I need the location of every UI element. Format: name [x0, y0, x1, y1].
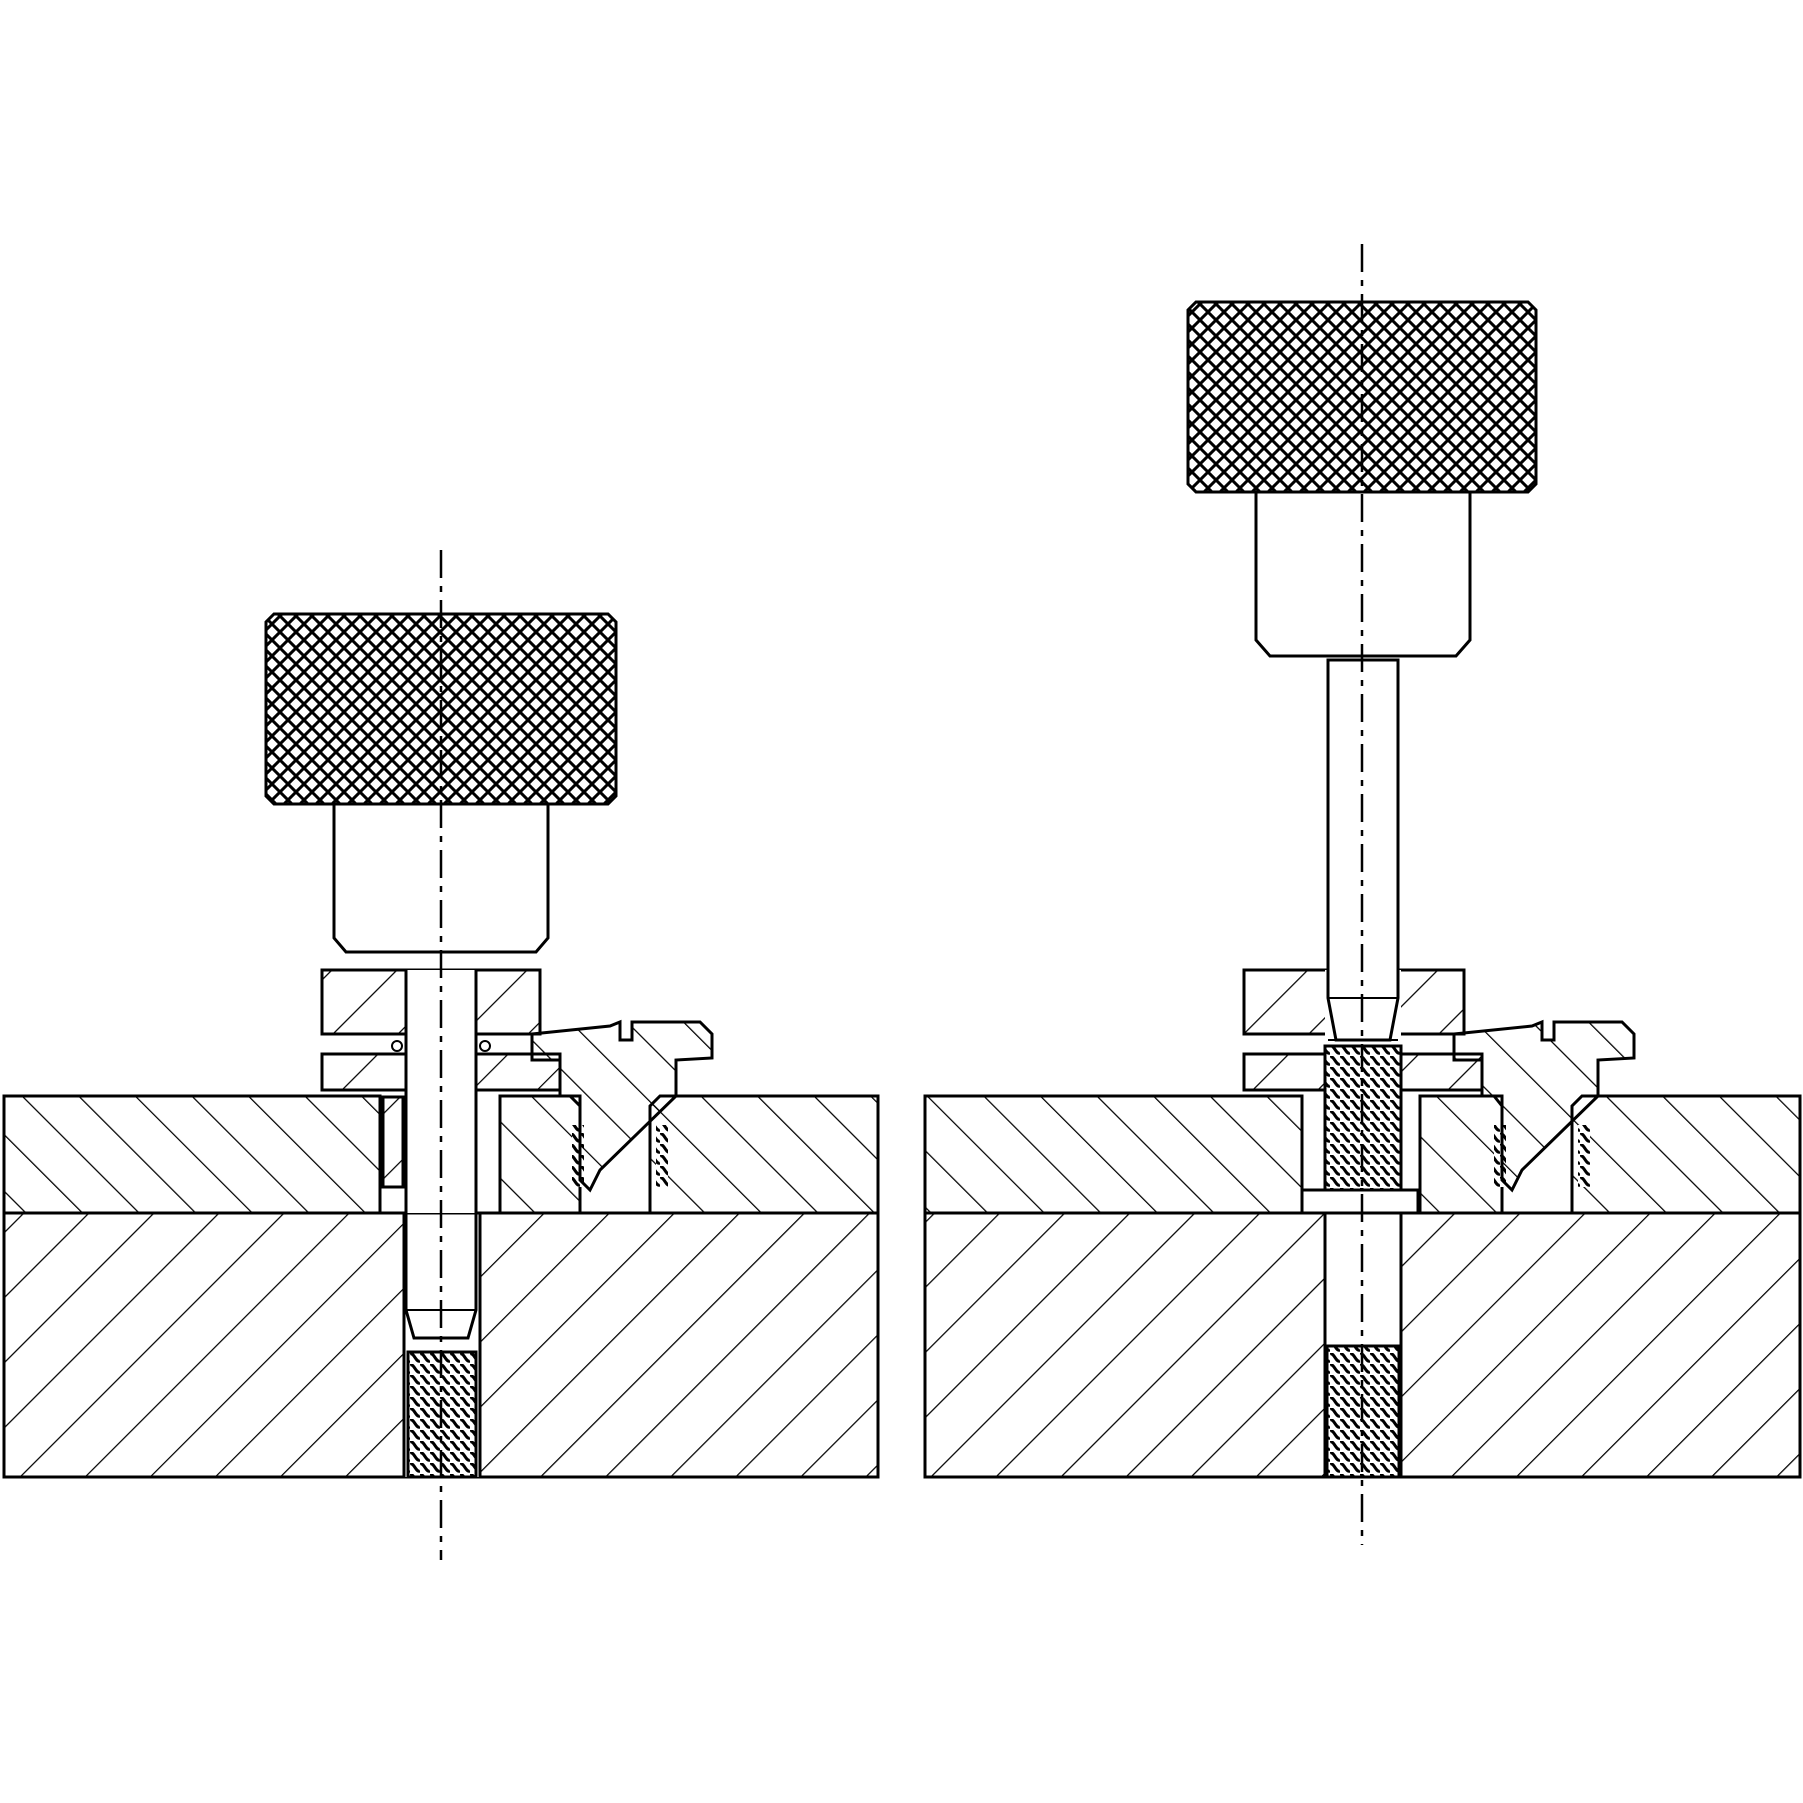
right-clamp-lever [1452, 1019, 1636, 1193]
left-clamp-lever [530, 1019, 714, 1193]
right-view [923, 244, 1802, 1545]
left-view [2, 550, 880, 1560]
left-upper-plate [2, 1094, 880, 1215]
right-upper-plate [923, 1094, 1802, 1215]
